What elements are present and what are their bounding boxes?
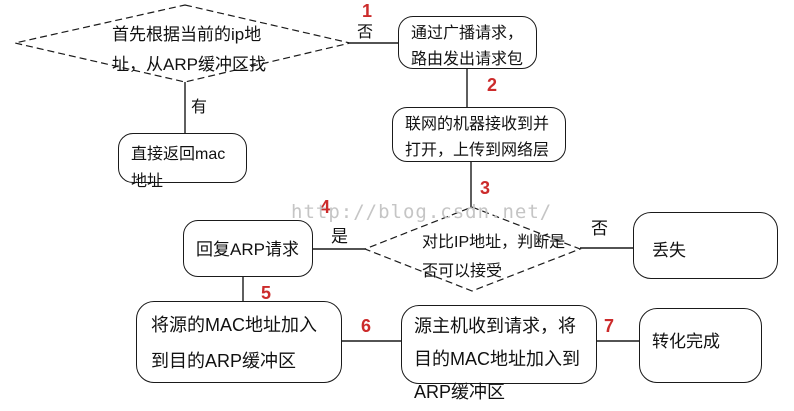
compare-ip-line-2: 否可以接受: [422, 263, 503, 280]
reply-arp-line-1: 回复ARP请求: [196, 240, 299, 259]
source-host-line-1: 源主机收到请求，将: [414, 316, 576, 336]
cache-miss-label: 否: [357, 24, 374, 41]
step-number-4: 4: [320, 197, 331, 217]
add-source-mac-line-2: 到目的ARP缓冲区: [151, 351, 297, 371]
compare-ip-diamond-text: 对比IP地址，判断是 否可以接受: [422, 228, 565, 286]
compare-ip-line-1: 对比IP地址，判断是: [422, 234, 566, 251]
source-host-line-2: 目的MAC地址加入到: [414, 349, 580, 369]
step-number-2: 2: [487, 75, 498, 95]
step-number-5: 5: [261, 283, 272, 303]
broadcast-line-1: 通过广播请求，: [411, 25, 524, 42]
step-number-6: 6: [361, 316, 372, 336]
add-source-mac-line-1: 将源的MAC地址加入: [151, 315, 317, 335]
return-mac-line-2: 地址: [131, 173, 164, 190]
return-mac-node: 直接返回mac 地址: [118, 133, 247, 190]
return-mac-line-1: 直接返回mac: [131, 146, 226, 163]
check-cache-line-2: 址，从ARP缓冲区找: [112, 55, 266, 74]
watermark-text: http://blog.csdn.net/: [291, 201, 553, 223]
lost-line-1: 丢失: [652, 241, 686, 260]
source-host-add-node: 源主机收到请求，将 目的MAC地址加入到 ARP缓冲区: [401, 305, 597, 402]
step-number-1: 1: [362, 1, 373, 21]
accept-no-label: 否: [591, 219, 608, 238]
compare-ip-diamond-outline: [363, 206, 582, 292]
broadcast-line-2: 路由发出请求包: [411, 51, 524, 68]
done-line-1: 转化完成: [652, 332, 720, 351]
receive-node: 联网的机器接收到并 打开，上传到网络层: [392, 107, 566, 162]
reply-arp-node: 回复ARP请求: [183, 220, 313, 277]
step-number-3: 3: [480, 178, 491, 198]
receive-line-2: 打开，上传到网络层: [405, 142, 550, 159]
receive-line-1: 联网的机器接收到并: [405, 116, 550, 133]
lost-node: 丢失: [633, 212, 778, 279]
check-cache-line-1: 首先根据当前的ip地: [112, 25, 262, 44]
cache-hit-label: 有: [191, 99, 208, 116]
check-cache-diamond-text: 首先根据当前的ip地 址，从ARP缓冲区找: [112, 20, 266, 80]
broadcast-node: 通过广播请求， 路由发出请求包: [398, 16, 537, 69]
accept-yes-label: 是: [331, 227, 348, 246]
done-node: 转化完成: [639, 308, 762, 383]
add-source-mac-node: 将源的MAC地址加入 到目的ARP缓冲区: [136, 301, 342, 383]
check-cache-diamond-outline: [14, 4, 351, 83]
step-number-7: 7: [604, 316, 615, 336]
source-host-line-3: ARP缓冲区: [414, 382, 506, 402]
